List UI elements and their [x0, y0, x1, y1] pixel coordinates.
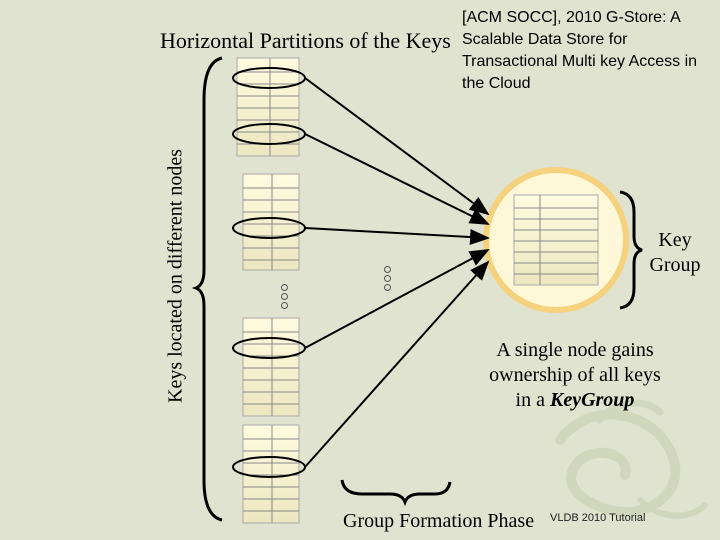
single-node-caption: A single node gains ownership of all key… [470, 338, 680, 413]
slide-title: Horizontal Partitions of the Keys [160, 28, 451, 53]
key-table-2 [242, 173, 300, 271]
arrow-1 [304, 77, 490, 216]
key-group-label-line2: Group [649, 254, 701, 276]
ellipsis-dots-middle [384, 266, 391, 293]
key-group-label-line1: Key [658, 229, 692, 251]
key-table-3 [242, 317, 300, 417]
single-node-line2: ownership of all keys [489, 364, 661, 386]
dragon-watermark [555, 399, 708, 519]
right-brace [619, 190, 643, 310]
key-group-label: Key Group [644, 228, 706, 278]
vertical-axis-label: Keys located on different nodes [164, 149, 187, 403]
ellipsis-dots-left [281, 284, 288, 311]
arrow-5 [304, 260, 490, 468]
key-table-4 [242, 424, 300, 524]
key-group-table [513, 194, 599, 286]
single-node-line3: in a KeyGroup [470, 388, 680, 413]
single-node-line3-prefix: in a [515, 389, 550, 411]
citation-text: [ACM SOCC], 2010 G-Store: A Scalable Dat… [462, 9, 698, 92]
bottom-brace [340, 479, 452, 507]
group-formation-label: Group Formation Phase [343, 510, 535, 532]
footer-text: VLDB 2010 Tutorial [550, 512, 646, 524]
arrow-3 [304, 227, 490, 246]
single-node-line1: A single node gains [496, 339, 654, 361]
left-brace [191, 56, 223, 522]
single-node-keygroup-emph: KeyGroup [549, 389, 635, 411]
arrow-2 [304, 133, 490, 225]
arrow-4 [304, 249, 490, 349]
key-table-1 [236, 57, 300, 157]
